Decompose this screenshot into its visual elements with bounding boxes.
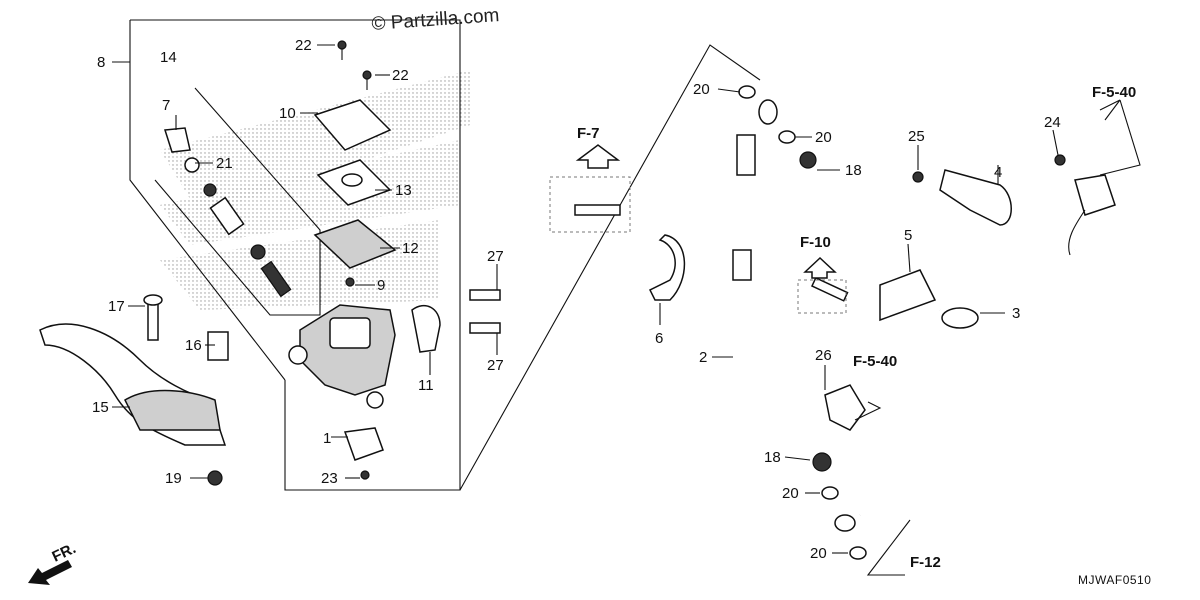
washers-20 (738, 85, 867, 560)
callout-20-bottom: 20 (810, 545, 827, 562)
brake-hoses (732, 99, 1116, 532)
ref-f7: F-7 (577, 125, 600, 142)
ref-f540-upper: F-5-40 (1092, 84, 1136, 101)
callout-23: 23 (321, 470, 338, 487)
callout-16: 16 (185, 337, 202, 354)
piston-set (164, 127, 292, 298)
callout-5: 5 (904, 227, 912, 244)
leader-lines (112, 44, 1141, 576)
ref-f540-lower: F-5-40 (853, 353, 897, 370)
callout-26: 26 (815, 347, 832, 364)
callout-labels: 1 2 3 4 5 6 7 8 9 10 11 12 13 14 15 16 1… (92, 37, 1061, 562)
screws-22 (337, 40, 372, 90)
callout-2: 2 (699, 349, 707, 366)
reservoir-parts (313, 99, 397, 269)
assembly-outline (112, 19, 761, 491)
callout-22-upper: 22 (295, 37, 312, 54)
callout-3: 3 (1012, 305, 1020, 322)
master-cylinder (288, 304, 396, 409)
front-arrow (28, 560, 72, 585)
callout-7: 7 (162, 97, 170, 114)
callout-20-upper: 20 (815, 129, 832, 146)
watermark: © Partzilla.com (371, 5, 500, 35)
callout-15: 15 (92, 399, 109, 416)
callout-11: 11 (418, 377, 434, 394)
callout-14: 14 (160, 49, 177, 66)
brackets (574, 151, 1066, 472)
callout-10: 10 (279, 105, 296, 122)
front-label: FR. (50, 540, 79, 566)
callout-20-top: 20 (693, 81, 710, 98)
callout-12: 12 (402, 240, 419, 257)
ref-f10: F-10 (800, 234, 831, 251)
callout-4: 4 (994, 164, 1002, 181)
callout-17: 17 (108, 298, 125, 315)
reference-boxes (549, 144, 847, 314)
callout-8: 8 (97, 54, 105, 71)
brake-lever (39, 277, 501, 486)
callout-18-upper: 18 (845, 162, 862, 179)
callout-19: 19 (165, 470, 182, 487)
ref-f12: F-12 (910, 554, 941, 571)
callout-21: 21 (216, 155, 233, 172)
callout-27-upper: 27 (487, 248, 504, 265)
callout-13: 13 (395, 182, 412, 199)
callout-24: 24 (1044, 114, 1061, 131)
callout-27-lower: 27 (487, 357, 504, 374)
callout-1: 1 (323, 430, 331, 447)
callout-25: 25 (908, 128, 925, 145)
diagram-code: MJWAF0510 (1078, 573, 1151, 587)
callout-20-lower: 20 (782, 485, 799, 502)
callout-18-lower: 18 (764, 449, 781, 466)
callout-6: 6 (655, 330, 663, 347)
callout-22-lower: 22 (392, 67, 409, 84)
callout-9: 9 (377, 277, 385, 294)
reference-labels: F-7 F-10 F-5-40 F-5-40 F-12 (577, 84, 1136, 571)
